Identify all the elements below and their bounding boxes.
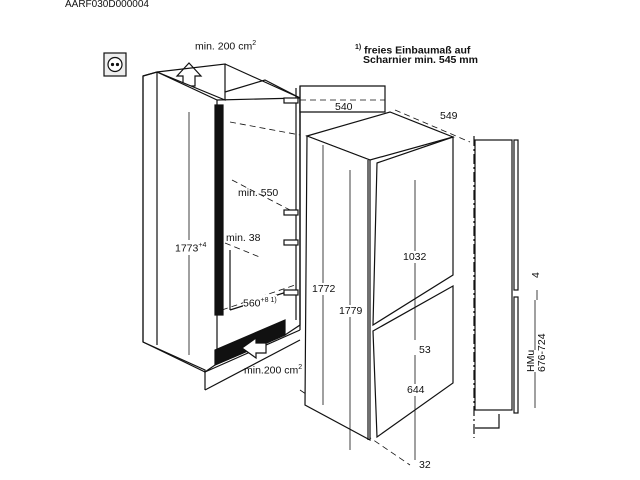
vent-top-text: min. 200 cm [195, 40, 253, 53]
vent-bottom-label: min.200 cm2 [244, 362, 302, 377]
side-view [473, 136, 538, 438]
dim-560: 560+8 1) [243, 295, 277, 310]
footnote-line2: Scharnier min. 545 mm [363, 54, 478, 66]
upper-door [372, 136, 454, 327]
drawing-code: AARF030D000004 [65, 0, 149, 11]
dim-540: 540 [335, 101, 353, 113]
fridge [304, 111, 455, 442]
power-socket-icon [103, 52, 127, 77]
vent-bottom-text: min.200 cm [244, 364, 299, 377]
footnote-line1: freies Einbaumaß auf [364, 44, 471, 57]
lower-door [372, 284, 454, 439]
dim-min-38: min. 38 [226, 232, 261, 244]
drawing-code-text: AARF030D000004 [65, 0, 149, 10]
dim-1773: 1773+4 [175, 240, 207, 255]
dim-53: 53 [419, 344, 431, 356]
vent-bottom-sup: 2 [298, 364, 303, 371]
dim-644: 644 [407, 384, 425, 396]
vent-top-label: min. 200 cm2 [195, 38, 256, 53]
vent-arrow-icon [240, 336, 267, 360]
dim-1779: 1779 [339, 305, 363, 317]
dim-4: 4 [530, 272, 542, 278]
dim-560-value: 560 [243, 297, 261, 310]
dim-1773-value: 1773 [175, 242, 199, 255]
footnote-line2-wrap: Scharnier min. 545 mm [363, 54, 478, 66]
dim-32: 32 [419, 459, 431, 471]
dim-1773-tol: +4 [198, 242, 207, 249]
dim-min-550: min. 550 [238, 187, 279, 199]
dim-1032: 1032 [403, 251, 427, 263]
footnote: 1) freies Einbaumaß auf [355, 42, 470, 57]
dim-hmu-range: 676-724 [536, 333, 548, 372]
vent-top-sup: 2 [252, 40, 257, 47]
dim-560-tol: +8 1) [260, 297, 277, 304]
dim-1772: 1772 [312, 283, 336, 295]
dim-549: 549 [440, 110, 458, 122]
footnote-marker: 1) [355, 44, 362, 51]
vent-arrow-up-icon [175, 62, 203, 87]
